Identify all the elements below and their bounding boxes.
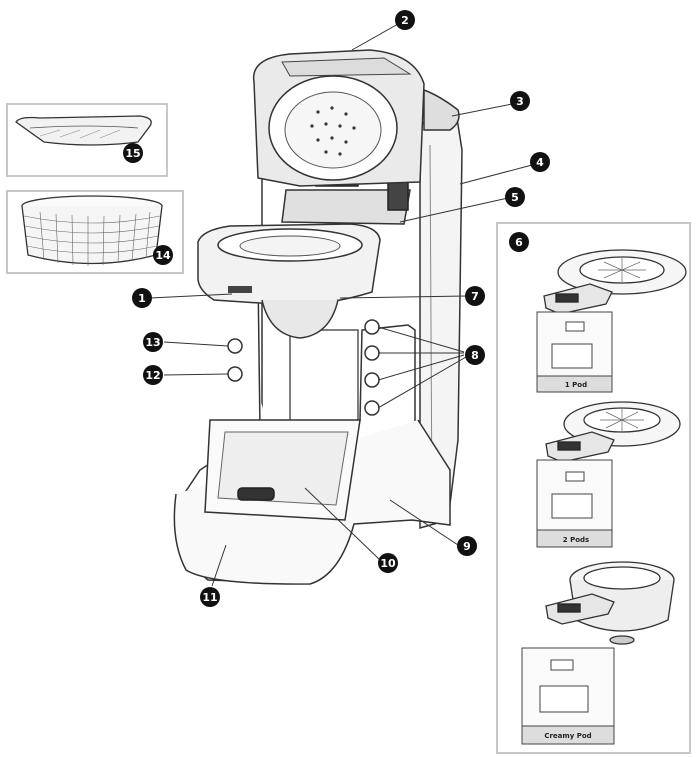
inset-15-tray [6,103,168,177]
svg-text:2: 2 [401,14,409,27]
center-opening [289,329,359,431]
lid-hinge [281,189,411,225]
basket-mesh [23,211,161,266]
inset-15-frame [6,103,168,177]
button-right-3 [364,372,380,388]
svg-text:8: 8 [471,349,479,362]
pod-card-1 [536,311,613,393]
inset-14-frame [6,190,184,274]
callout-9: 9 [457,536,477,556]
brew-head-spout [261,299,339,339]
callout-1: 1 [132,288,152,308]
pod-holder-inner [239,235,341,257]
basket-body [21,205,163,265]
callout-3: 3 [510,91,530,111]
callout-4: 4 [530,152,550,172]
pod-label-2: 2 Pods [563,536,589,544]
top-cover [423,88,460,131]
coffee-machine [173,49,463,585]
brand-label [228,286,252,293]
svg-text:1: 1 [138,292,146,305]
svg-text:6: 6 [515,236,523,249]
svg-text:12: 12 [145,369,160,382]
leader-lines [149,23,533,587]
svg-text:11: 11 [202,591,217,604]
button-right-1 [364,319,380,335]
svg-text:15: 15 [125,147,140,160]
callout-13: 13 [143,332,163,352]
callout-2: 2 [395,10,415,30]
svg-text:14: 14 [155,249,171,262]
pod-card-3 [521,647,615,745]
callout-15: 15 [123,143,143,163]
drip-tray-handle [237,487,275,501]
pod-label-3: Creamy Pod [544,732,591,740]
panel-6-frame [496,222,691,754]
svg-text:3: 3 [516,95,524,108]
inset-14-basket [6,190,184,274]
pod-card-2 [536,459,613,548]
callout-8: 8 [465,345,485,365]
panel-6-pod-holders: 1 Pod 2 Pods [496,222,691,754]
button-right-4 [364,400,380,416]
callout-5: 5 [505,187,525,207]
callout-11: 11 [200,587,220,607]
lid-top-edge [281,57,412,77]
tray-plate-rim [29,125,139,129]
button-right-2 [364,345,380,361]
callout-6: 6 [509,232,529,252]
callout-14: 14 [153,245,173,265]
callout-12: 12 [143,365,163,385]
lid-shower-inner [284,91,382,169]
pod-holder-1 [543,249,687,315]
tray-plate [15,115,152,146]
callout-7: 7 [465,286,485,306]
svg-text:9: 9 [463,540,471,553]
pod-holder-2 [545,401,681,463]
pod-label-1: 1 Pod [565,381,587,389]
tray-plate-texture [39,129,121,139]
svg-text:7: 7 [471,290,479,303]
svg-text:10: 10 [380,557,396,570]
svg-text:5: 5 [511,191,519,204]
svg-text:4: 4 [536,156,544,169]
drip-tray-grate [217,431,349,506]
button-left-upper [227,338,243,354]
callout-10: 10 [378,553,398,573]
shower-holes [310,106,356,156]
svg-text:13: 13 [145,336,160,349]
button-left-lower [227,366,243,382]
pod-holder-3 [545,561,675,645]
